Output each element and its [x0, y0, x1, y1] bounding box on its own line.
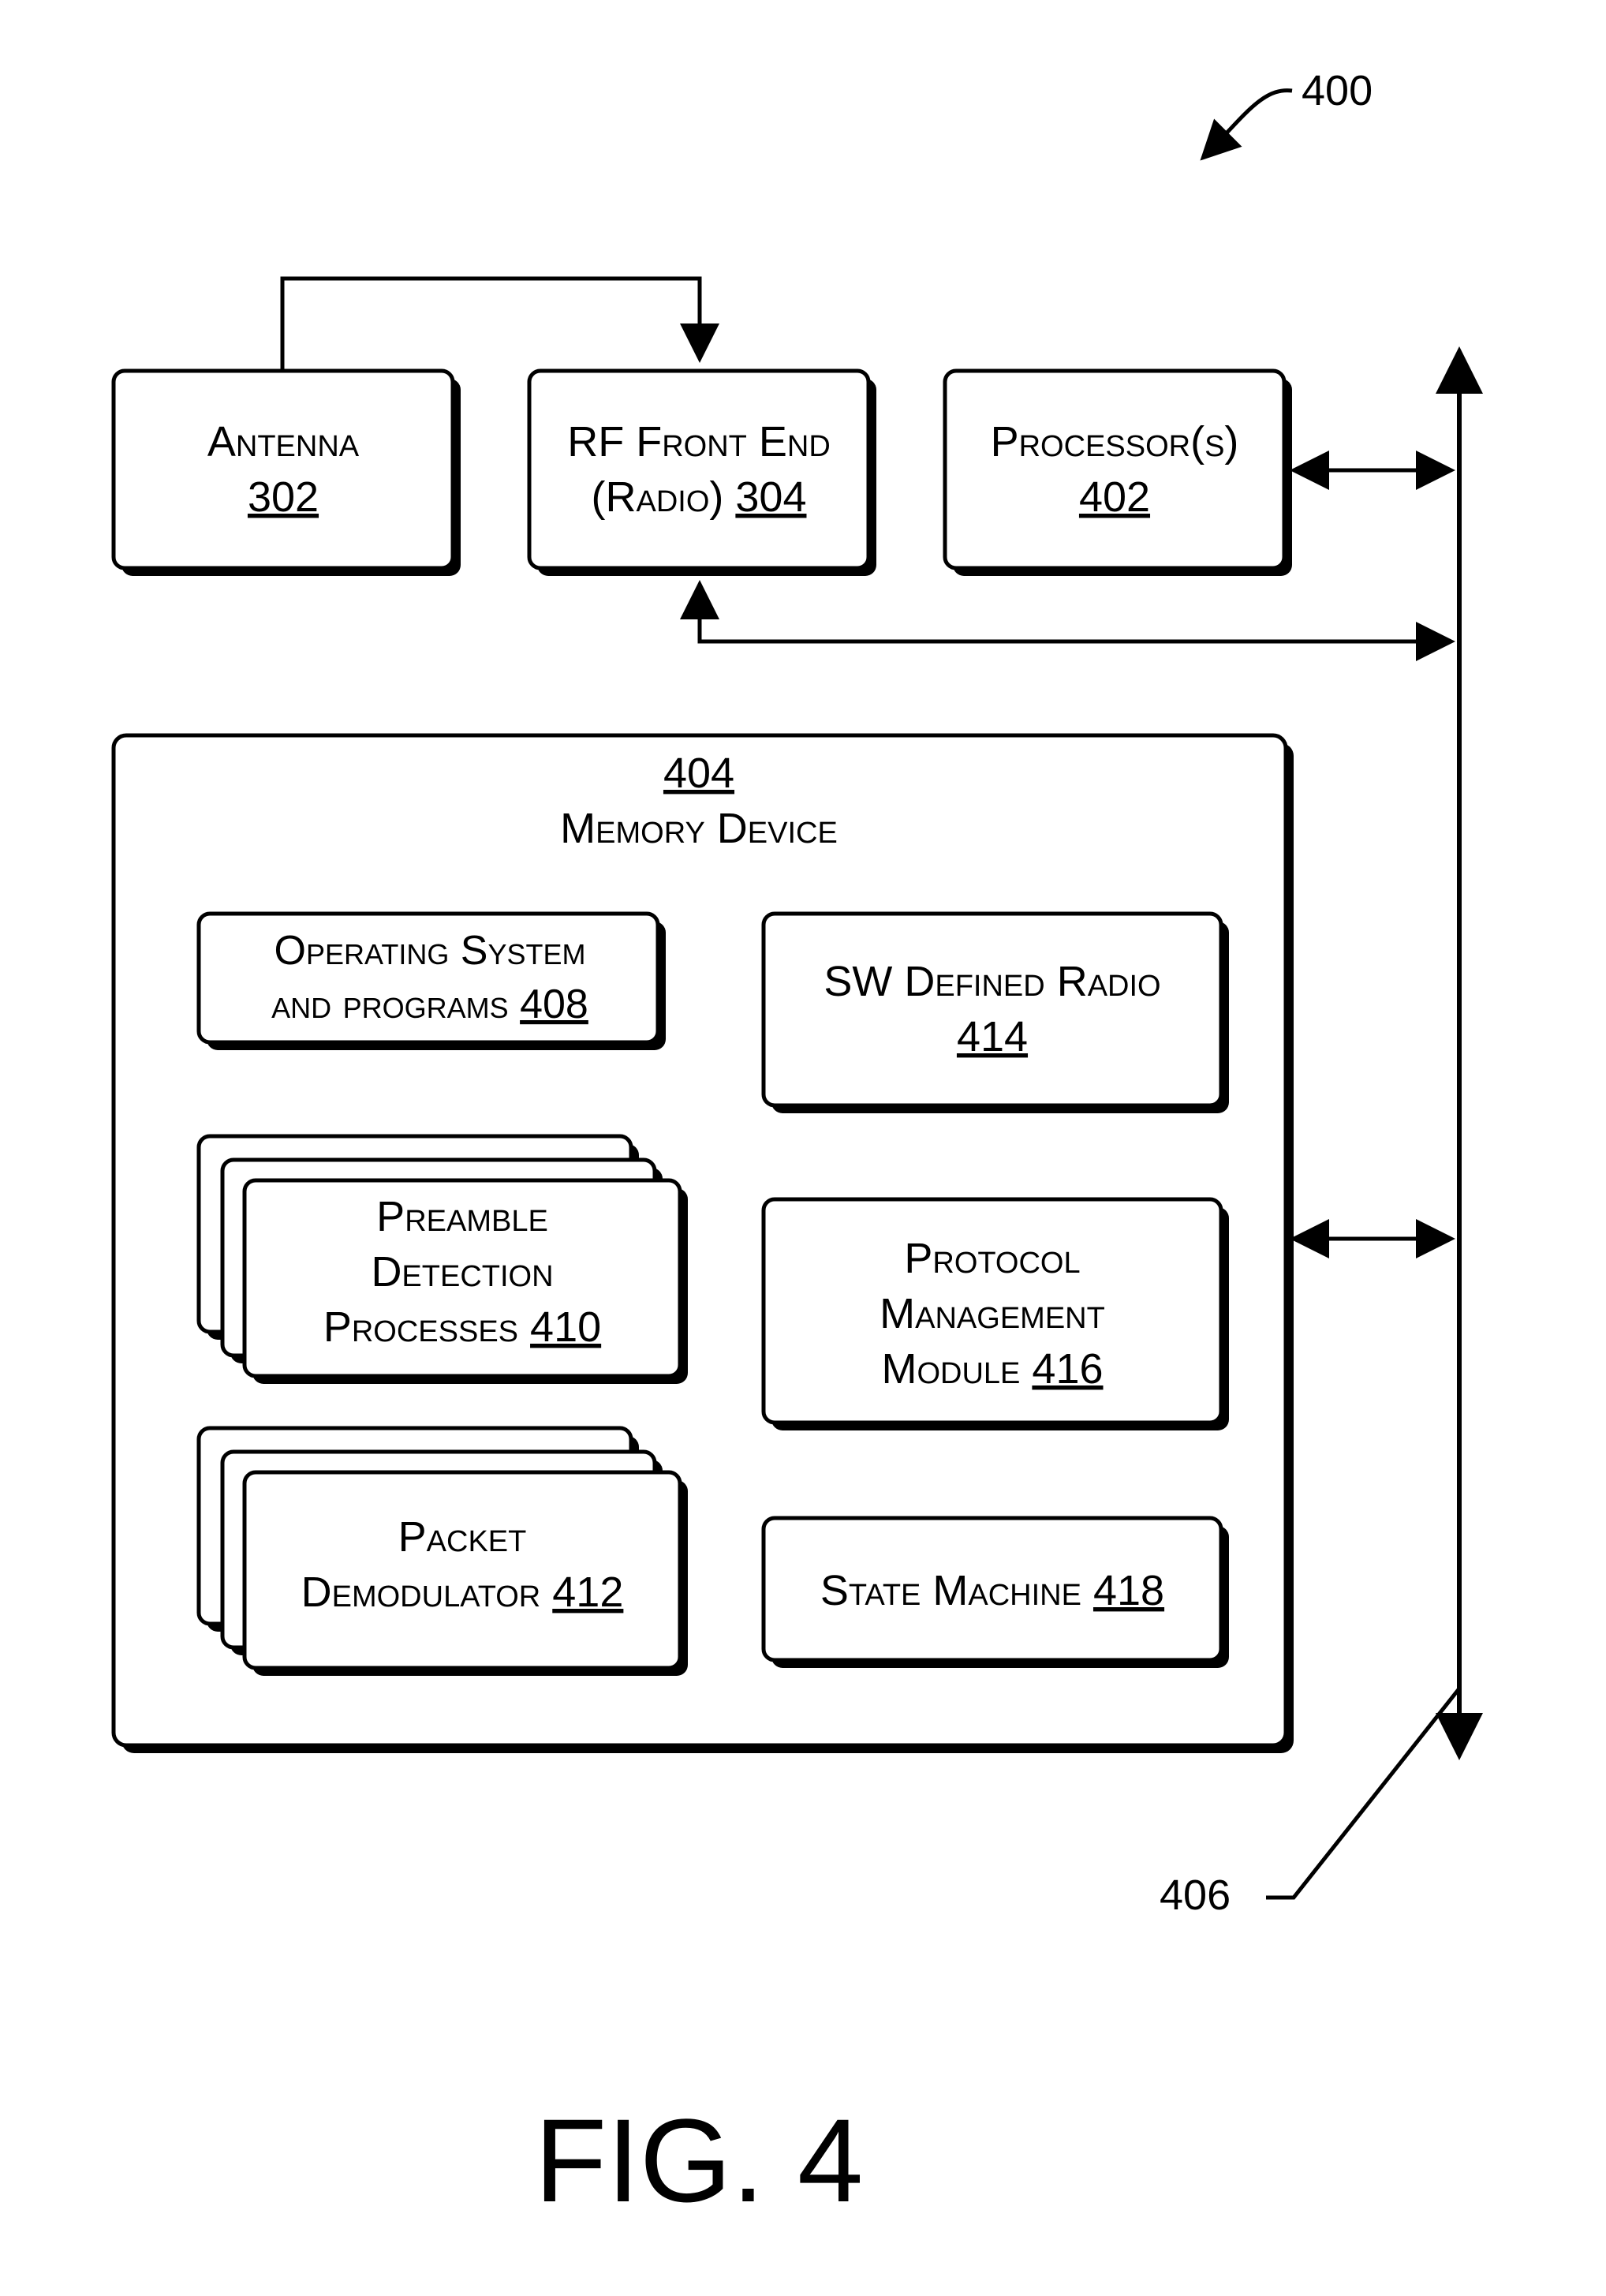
processor-ref: 402: [1079, 473, 1150, 521]
memory-device-title: Memory Device: [560, 805, 838, 852]
os-programs-label: Operating System: [275, 928, 586, 974]
preamble-detection-line1: Preamble: [376, 1193, 548, 1240]
processor-label: Processor(s): [991, 418, 1239, 466]
antenna-to-rf-connector: [282, 279, 700, 371]
figure-ref-400: 400: [1203, 67, 1373, 158]
antenna-block: Antenna 302: [114, 371, 461, 576]
preamble-detection-stack: Preamble Detection Processes 410: [199, 1136, 688, 1384]
state-machine-label: State Machine 418: [820, 1567, 1164, 1614]
processor-block: Processor(s) 402: [945, 371, 1292, 576]
protocol-management-line2: Management: [880, 1290, 1105, 1337]
state-machine-block: State Machine 418: [764, 1518, 1229, 1668]
packet-demodulator-stack: Packet Demodulator 412: [199, 1428, 688, 1676]
rf-front-end-block: RF Front End (Radio) 304: [529, 371, 876, 576]
os-programs-block: Operating System and programs 408: [199, 914, 666, 1050]
preamble-detection-line2: Detection: [371, 1248, 553, 1296]
sw-defined-radio-block: SW Defined Radio 414: [764, 914, 1229, 1113]
sw-defined-radio-ref: 414: [957, 1013, 1028, 1060]
protocol-management-line1: Protocol: [904, 1235, 1080, 1282]
bus-ref-label: 406: [1160, 1872, 1231, 1919]
packet-demodulator-line1: Packet: [398, 1513, 527, 1561]
sw-defined-radio-label: SW Defined Radio: [824, 958, 1160, 1005]
preamble-detection-line3: Processes 410: [323, 1303, 601, 1351]
rf-front-end-line2: (Radio) 304: [592, 473, 807, 521]
memory-device-ref: 404: [663, 750, 734, 797]
antenna-ref: 302: [248, 473, 319, 521]
protocol-management-line3: Module 416: [881, 1345, 1103, 1393]
figure-caption: FIG. 4: [535, 2094, 864, 2227]
protocol-management-block: Protocol Management Module 416: [764, 1199, 1229, 1430]
figure-ref-arrow: [1203, 91, 1292, 158]
os-programs-line2: and programs 408: [271, 982, 588, 1027]
packet-demodulator-line2: Demodulator 412: [301, 1569, 624, 1616]
antenna-label: Antenna: [207, 418, 360, 466]
rf-front-end-label: RF Front End: [567, 418, 831, 466]
figure-ref-label: 400: [1302, 67, 1373, 114]
bus-leader-line: [1266, 1688, 1459, 1898]
rf-bus-connector: [700, 584, 1451, 641]
